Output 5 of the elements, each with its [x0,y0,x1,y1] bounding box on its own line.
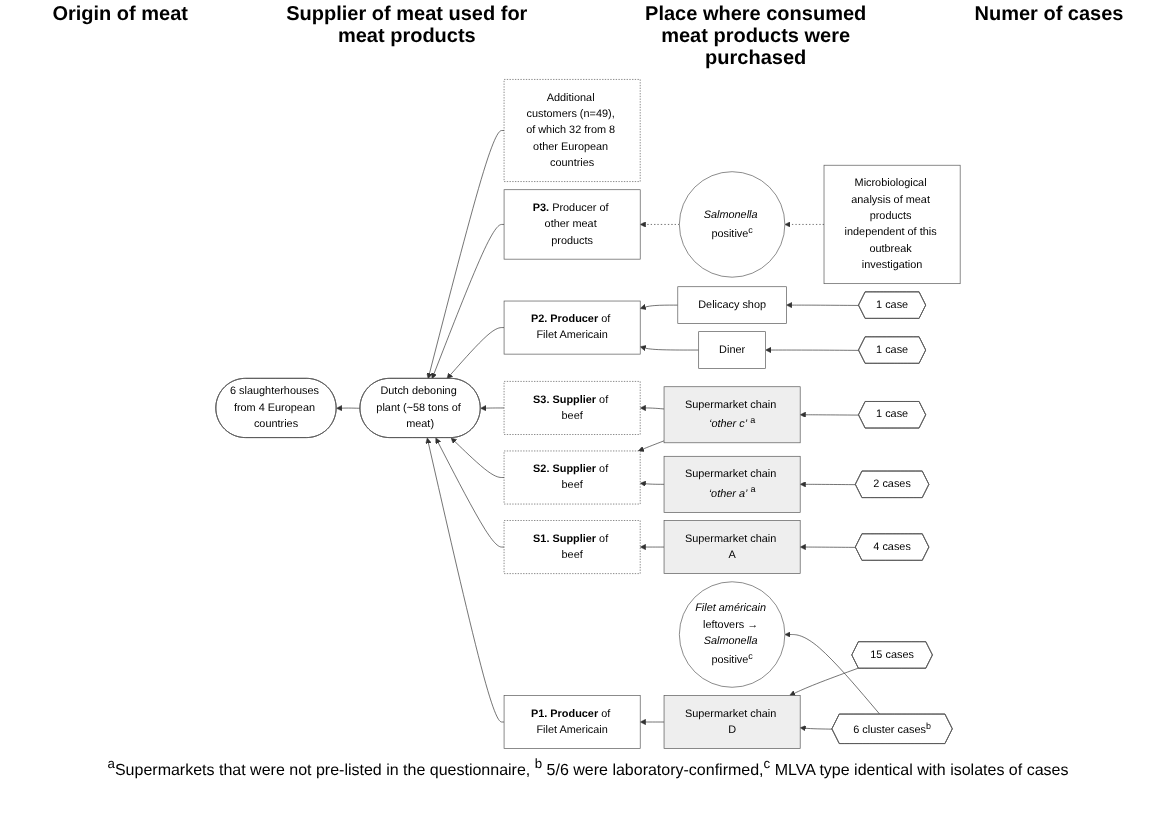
column-heading: Origin of meat [52,4,188,30]
column-heading: Numer of cases [974,4,1124,30]
column-heading: Supplier of meat used for meat products [284,4,530,52]
caption: $^{a}$Supermarkets that were not pre-listed in the questionnaire, $^{b}$ 5/6 were laboratory-confirmed,$^{c}$ MLVA type identical with isolates of cases [105,756,1071,784]
column-heading: Place where consumed meat products were purchased [643,4,869,70]
